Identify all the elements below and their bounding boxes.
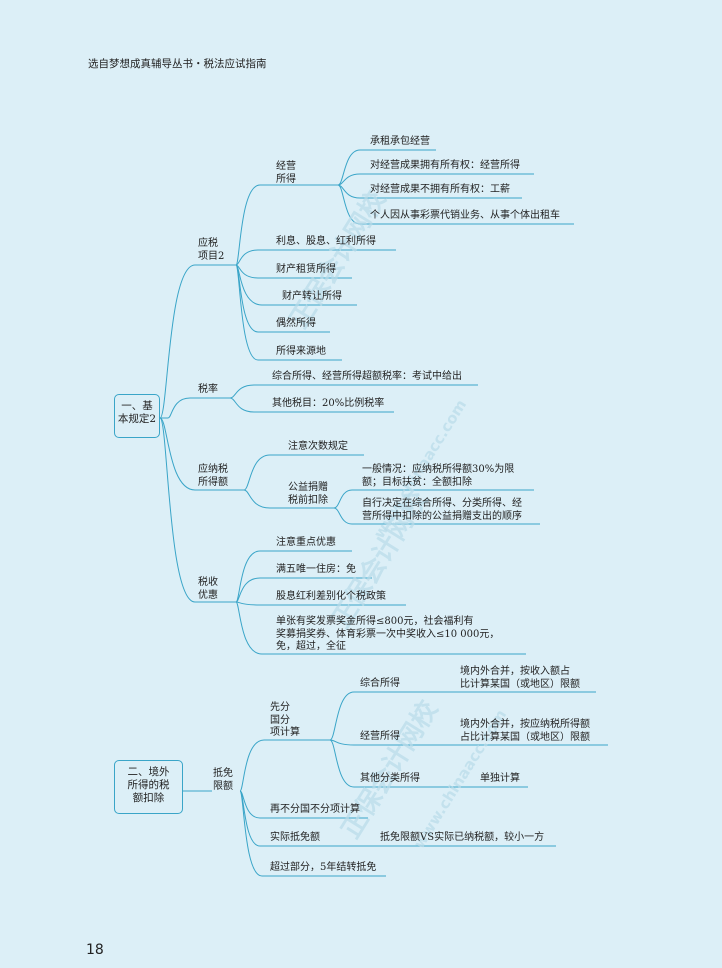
node-label-line: 额扣除 [132, 792, 165, 804]
preference-lottery: 单张有奖发票奖金所得≤800元，社会福利有奖募捐奖券、体育彩票一次中奖收入≤10… [276, 616, 500, 652]
node-business-income: 经营所得 [276, 161, 296, 185]
credit-actual-desc: 抵免限额VS实际已纳税额，较小一方 [380, 832, 545, 843]
split-comprehensive: 综合所得 [360, 678, 400, 689]
page-number: 18 [86, 942, 104, 958]
donation-self: 自行决定在综合所得、分类所得、经营所得中扣除的公益捐赠支出的顺序 [362, 498, 522, 522]
node-donation: 公益捐赠税前扣除 [288, 482, 328, 506]
credit-excess: 超过部分，5年结转抵免 [270, 862, 377, 873]
split-other: 其他分类所得 [360, 773, 420, 784]
tax-rate-item: 综合所得、经营所得超额税率：考试中给出 [272, 371, 462, 382]
split-business-desc: 境内外合并，按应纳税所得额占比计算某国（或地区）限额 [460, 719, 590, 743]
taxable-item: 利息、股息、红利所得 [276, 236, 376, 247]
node-credit-limit: 抵免限额 [213, 768, 233, 792]
node-label-line: 本规定2 [117, 413, 157, 425]
node-taxable-items: 应税项目2 [198, 238, 225, 262]
node-label-line: 二、境外 [127, 766, 170, 778]
tax-rate-item: 其他税目：20%比例税率 [272, 398, 385, 409]
split-business: 经营所得 [360, 731, 400, 742]
root-node-basic-rules: 一、基 本规定2 [114, 394, 160, 438]
taxable-amount-item: 注意次数规定 [288, 441, 348, 452]
taxable-item: 财产租赁所得 [276, 264, 336, 275]
node-split-calc: 先分国分项计算 [270, 702, 300, 738]
business-income-item: 对经营成果不拥有所有权：工薪 [370, 184, 510, 195]
taxable-item: 所得来源地 [276, 346, 326, 357]
node-taxable-amount: 应纳税所得额 [198, 464, 228, 488]
page-header: 选自梦想成真辅导丛书・税法应试指南 [88, 58, 267, 70]
preference-item: 注意重点优惠 [276, 537, 336, 548]
preference-item: 满五唯一住房：免 [276, 564, 356, 575]
root-node-foreign-credit: 二、境外 所得的税 额扣除 [114, 760, 183, 814]
business-income-item: 对经营成果拥有所有权：经营所得 [370, 160, 520, 171]
node-label-line: 所得的税 [127, 779, 170, 791]
business-income-item: 承租承包经营 [370, 136, 430, 147]
split-comprehensive-desc: 境内外合并，按收入额占比计算某国（或地区）限额 [460, 666, 580, 690]
node-tax-rate: 税率 [198, 384, 218, 395]
credit-actual: 实际抵免额 [270, 832, 320, 843]
business-income-item: 个人因从事彩票代销业务、从事个体出租车 [370, 210, 560, 221]
donation-general: 一般情况：应纳税所得额30%为限额；目标扶贫：全额扣除 [362, 464, 515, 488]
split-other-desc: 单独计算 [480, 773, 520, 784]
preference-item: 股息红利差别化个税政策 [276, 591, 386, 602]
node-label-line: 一、基 [121, 400, 153, 412]
node-preferences: 税收优惠 [198, 577, 218, 601]
taxable-item: 偶然所得 [276, 318, 316, 329]
credit-item: 再不分国不分项计算 [270, 804, 360, 815]
taxable-item: 财产转让所得 [282, 291, 342, 302]
